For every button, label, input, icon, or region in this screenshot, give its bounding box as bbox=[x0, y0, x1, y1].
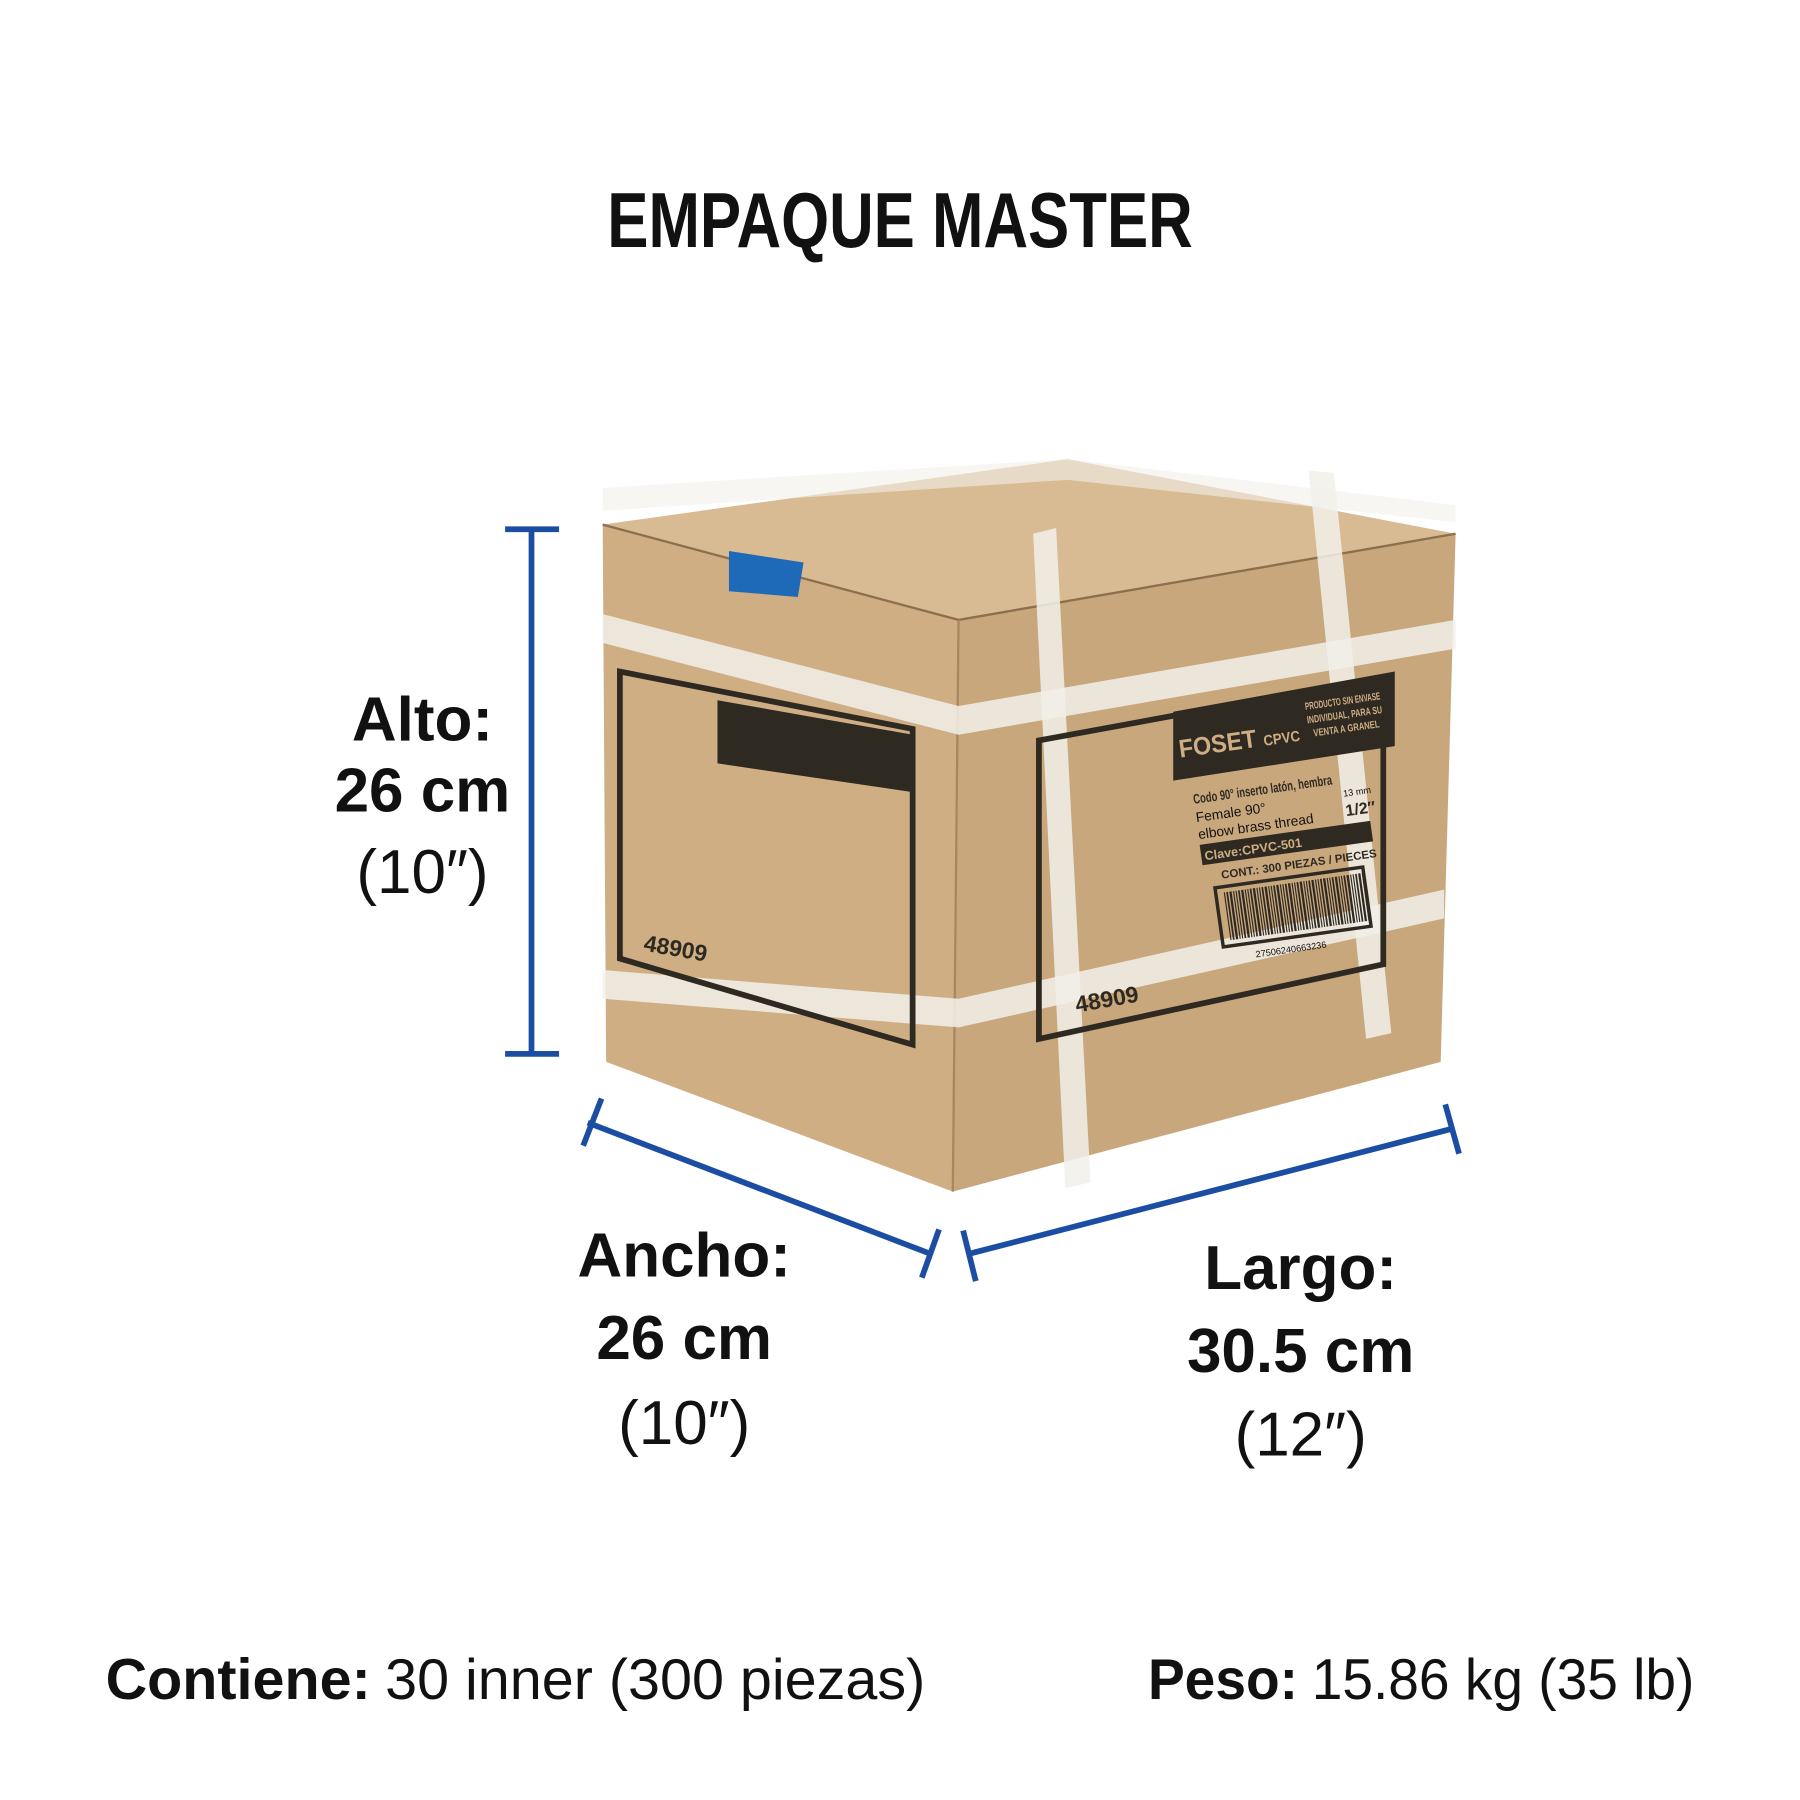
barcode-bar bbox=[1303, 881, 1312, 930]
barcode-bar bbox=[1338, 876, 1347, 925]
barcode-bar bbox=[1291, 882, 1300, 931]
barcode-bar bbox=[1299, 881, 1309, 930]
barcode-bar bbox=[1346, 874, 1356, 923]
barcode-bar bbox=[1308, 880, 1317, 929]
peso-label: Peso: bbox=[1148, 1648, 1298, 1712]
barcode-bar bbox=[1264, 886, 1274, 935]
barcode-bar bbox=[1326, 877, 1335, 926]
barcode-bar bbox=[1261, 886, 1270, 935]
barcode-bar bbox=[1287, 883, 1297, 932]
barcode-bar bbox=[1343, 875, 1352, 924]
contiene-text: Contiene: 30 inner (300 piezas) bbox=[106, 1648, 926, 1712]
barcode bbox=[1223, 872, 1370, 941]
barcode-bar bbox=[1232, 890, 1241, 939]
barcode-bar bbox=[1340, 875, 1349, 924]
contiene-label: Contiene: bbox=[106, 1648, 371, 1712]
barcode-bar bbox=[1331, 877, 1341, 926]
largo-metric: 30.5 cm bbox=[1187, 1317, 1414, 1386]
barcode-bar bbox=[1279, 884, 1288, 933]
barcode-bar bbox=[1334, 876, 1344, 925]
ancho-metric: 26 cm bbox=[596, 1304, 772, 1373]
barcode-bar bbox=[1247, 888, 1255, 937]
barcode-bar bbox=[1358, 873, 1368, 922]
width-dimension-line bbox=[580, 1097, 942, 1279]
peso-value: 15.86 kg (35 lb) bbox=[1312, 1648, 1695, 1712]
barcode-bar bbox=[1258, 887, 1267, 936]
largo-label: Largo: bbox=[1204, 1234, 1397, 1303]
peso-text: Peso: 15.86 kg (35 lb) bbox=[1148, 1648, 1694, 1712]
barcode-bar bbox=[1322, 878, 1332, 927]
box-brand-tag: CPVC bbox=[1262, 728, 1301, 750]
box-size-in: 1/2″ bbox=[1344, 798, 1377, 820]
barcode-bar bbox=[1296, 881, 1305, 930]
ancho-imperial: (10″) bbox=[618, 1389, 750, 1458]
barcode-bar bbox=[1311, 879, 1321, 928]
barcode-bar bbox=[1352, 874, 1361, 923]
largo-imperial: (12″) bbox=[1235, 1401, 1367, 1470]
barcode-bar bbox=[1223, 892, 1232, 941]
alto-metric: 26 cm bbox=[335, 757, 511, 826]
barcode-bar bbox=[1276, 884, 1286, 933]
box-size-mm: 13 mm bbox=[1342, 785, 1372, 799]
length-dimension-line bbox=[960, 1103, 1462, 1282]
height-dimension-line bbox=[505, 526, 560, 1057]
barcode-bar bbox=[1226, 891, 1235, 940]
barcode-bar bbox=[1284, 883, 1294, 932]
barcode-bar bbox=[1314, 879, 1323, 928]
barcode-bar bbox=[1293, 882, 1302, 931]
barcode-bar bbox=[1241, 889, 1250, 938]
alto-imperial: (10″) bbox=[356, 838, 488, 907]
master-box-image: 48909 FOSET CPVC PRODUCTO SIN ENVASE IND… bbox=[602, 459, 1456, 1192]
barcode-bar bbox=[1235, 890, 1244, 939]
barcode-bar bbox=[1355, 873, 1364, 922]
barcode-bar bbox=[1350, 874, 1358, 923]
barcode-bar bbox=[1270, 885, 1279, 934]
ancho-label: Ancho: bbox=[577, 1222, 790, 1291]
barcode-bar bbox=[1361, 872, 1370, 921]
alto-label: Alto: bbox=[352, 685, 493, 754]
contiene-value: 30 inner (300 piezas) bbox=[385, 1648, 925, 1712]
barcode-bar bbox=[1256, 887, 1265, 936]
barcode-bar bbox=[1229, 891, 1239, 940]
barcode-bar bbox=[1252, 888, 1262, 937]
barcode-bar bbox=[1317, 879, 1326, 928]
barcode-bar bbox=[1249, 888, 1259, 937]
barcode-bar bbox=[1319, 878, 1329, 927]
page-title: EMPAQUE MASTER bbox=[607, 176, 1192, 264]
barcode-bar bbox=[1237, 890, 1247, 939]
barcode-bar bbox=[1305, 880, 1314, 929]
barcode-bar bbox=[1268, 886, 1276, 934]
barcode-bar bbox=[1273, 885, 1282, 934]
barcode-bar bbox=[1329, 877, 1337, 926]
barcode-bar bbox=[1244, 889, 1253, 938]
barcode-bar bbox=[1282, 884, 1291, 932]
